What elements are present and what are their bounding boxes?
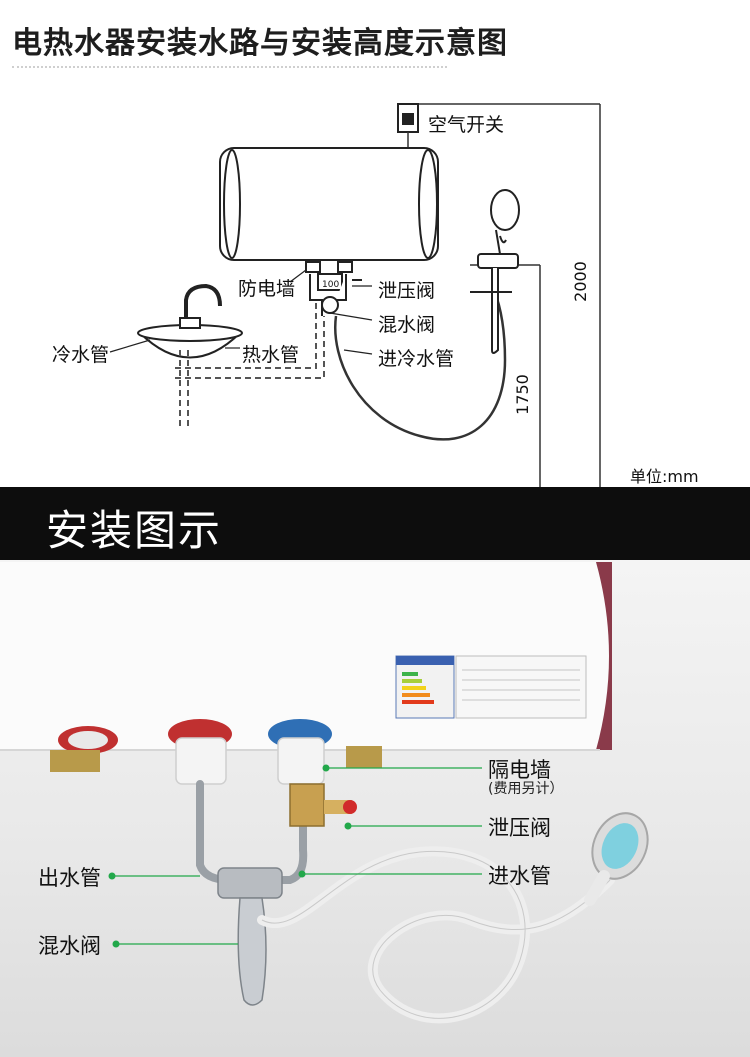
shower-head-photo-icon [584, 812, 649, 906]
unit-label: 单位:mm [630, 467, 699, 486]
outlet-pipe-label: 出水管 [38, 866, 101, 890]
title-underline [12, 66, 447, 68]
inlet-hose [334, 289, 507, 441]
callout-dots [108, 764, 352, 948]
valve-assembly-icon [305, 261, 362, 316]
installation-diagram: 100 [109, 103, 601, 487]
section-band [0, 487, 750, 560]
air-switch-label: 空气开关 [428, 114, 505, 136]
diagram-title: 电热水器安装水路与安装高度示意图 [12, 26, 508, 61]
dashed-pipes [175, 300, 325, 428]
cold-inlet-label: 进冷水管 [378, 348, 455, 370]
callout-lines [112, 767, 482, 945]
gauge-number: 100 [322, 280, 339, 290]
hot-pipe-label: 热水管 [242, 344, 300, 366]
isolation-note-label: (费用另计） [488, 781, 564, 797]
relief-valve-photo-label: 泄压阀 [488, 816, 551, 840]
energy-label-icon [395, 655, 587, 719]
mixing-valve-icon [217, 867, 283, 1006]
relief-valve-icon [289, 783, 357, 827]
pipe-couplers [175, 737, 325, 785]
sink-icon [137, 283, 243, 359]
shower-hose [257, 846, 615, 1024]
heater-tank-icon [219, 147, 439, 261]
metal-pipes [196, 780, 308, 884]
cold-pipe-label: 冷水管 [52, 344, 110, 366]
anti-shock-wall-label: 防电墙 [238, 278, 296, 300]
mixing-valve-photo-label: 混水阀 [38, 934, 101, 958]
isolation-wall-label: 隔电墙 [488, 758, 551, 782]
inlet-pipe-label: 进水管 [488, 864, 551, 888]
section-title: 安装图示 [46, 506, 223, 555]
relief-valve-label: 泄压阀 [378, 280, 436, 302]
wall-brackets [50, 746, 382, 772]
shower-head-icon [470, 189, 520, 354]
mixing-valve-label: 混水阀 [378, 314, 436, 336]
